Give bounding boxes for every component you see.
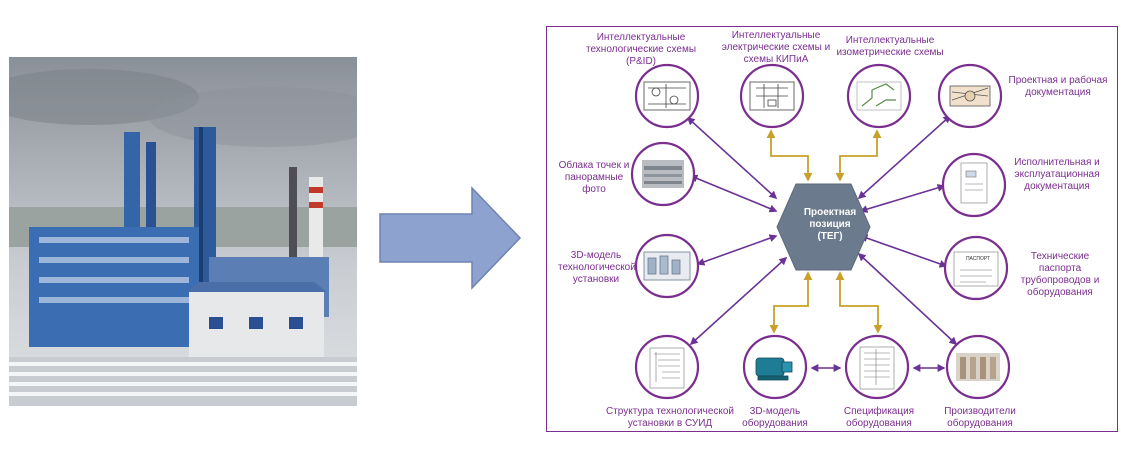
label-suid: Структура технологической установки в СУ… <box>605 406 735 429</box>
link-spec <box>835 271 883 334</box>
node-iso[interactable] <box>846 63 912 129</box>
label-iso: Интеллектуальные изометрические схемы <box>836 35 944 58</box>
node-design[interactable] <box>937 63 1003 129</box>
center-hexagon <box>776 183 871 271</box>
node-pid[interactable] <box>634 63 700 129</box>
link-design <box>857 114 952 200</box>
model3d-thumbnail-icon <box>643 251 691 281</box>
link-equip3d <box>769 271 813 334</box>
design-thumbnail-icon <box>949 85 991 107</box>
suid-thumbnail-icon <box>649 347 685 389</box>
node-equip3d[interactable] <box>742 334 808 400</box>
node-suid[interactable] <box>634 334 700 400</box>
diagram-frame <box>546 26 1118 432</box>
node-spec[interactable] <box>844 334 910 400</box>
pointcloud-thumbnail-icon <box>642 160 684 188</box>
elec-thumbnail-icon <box>749 81 795 111</box>
label-equip3d: 3D-модель оборудования <box>742 406 808 429</box>
node-elec[interactable] <box>739 63 805 129</box>
link-pointcloud <box>689 174 778 213</box>
label-pointcloud: Облака точек и панорамные фото <box>558 160 630 195</box>
refinery-photo <box>9 57 357 406</box>
spec-thumbnail-icon <box>859 346 895 390</box>
link-vendors <box>857 252 958 346</box>
link-pid <box>686 116 778 200</box>
node-vendors[interactable] <box>945 334 1011 400</box>
node-model3d[interactable] <box>634 233 700 299</box>
label-model3d: 3D-модель технологической установки <box>558 250 636 285</box>
passport-thumbnail-text: ПАСПОРТ <box>965 256 991 262</box>
link-model3d <box>696 234 778 266</box>
label-asbuilt: Исполнительная и эксплуатационная докуме… <box>1014 157 1100 192</box>
label-passport: Технические паспорта трубопроводов и обо… <box>1020 251 1100 298</box>
node-pointcloud[interactable] <box>630 141 696 207</box>
label-vendors: Производители оборудования <box>944 406 1016 429</box>
label-elec: Интеллектуальные электрические схемы и с… <box>721 30 831 65</box>
transition-arrow <box>379 186 522 290</box>
node-passport[interactable] <box>943 235 1009 301</box>
label-spec: Спецификация оборудования <box>843 406 915 429</box>
integration-diagram <box>630 63 1011 400</box>
link-asbuilt <box>859 184 946 213</box>
passport-thumbnail-icon <box>953 251 999 287</box>
link-elec <box>766 129 813 182</box>
node-asbuilt[interactable] <box>941 152 1007 218</box>
iso-thumbnail-icon <box>856 81 902 111</box>
pid-thumbnail-icon <box>643 81 691 111</box>
asbuilt-thumbnail-icon <box>960 162 988 204</box>
label-design: Проектная и рабочая документация <box>1008 75 1108 98</box>
label-pid: Интеллектуальные технологические схемы (… <box>586 32 696 67</box>
link-suid <box>689 256 788 346</box>
link-iso <box>835 129 882 182</box>
pump-thumbnail-icon <box>755 357 793 381</box>
warehouse-thumbnail-icon <box>956 353 1000 381</box>
center-label: Проектная позиция (ТЕГ) <box>803 207 857 242</box>
